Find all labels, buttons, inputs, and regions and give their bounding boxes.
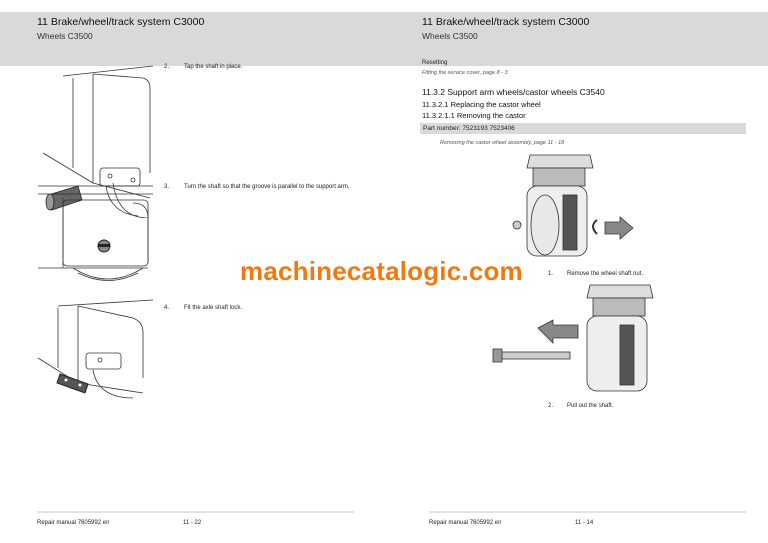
right-section-title: Wheels C3500 [422, 31, 478, 41]
left-section-title: Wheels C3500 [37, 31, 93, 41]
footer-divider [37, 511, 354, 513]
step-text: Pull out the shaft. [567, 403, 614, 409]
footer-manual-label: Repair manual [37, 520, 77, 526]
illustration-axle-lock [38, 299, 154, 399]
heading-removing-castor: 11.3.2.1.1 Removing the castor [422, 111, 526, 120]
step-number: 2. [548, 403, 554, 409]
watermark: machinecatalogic.com [240, 256, 523, 286]
footer-manual-label: Repair manual [429, 520, 469, 526]
illustration-turn-shaft [38, 185, 153, 281]
footer-divider [429, 511, 746, 513]
illustration-castor-nut [512, 154, 634, 257]
step-number: 1. [548, 271, 554, 277]
step-text: Tap the shaft in place. [184, 64, 243, 70]
footer-manual-right: Repair manual 7605992 en [429, 520, 501, 526]
step-text: Remove the wheel shaft nut. [567, 271, 644, 277]
step-number: 2. [164, 64, 170, 70]
footer-manual-number: 7605992 en [469, 520, 502, 526]
resetting-label: Resetting [422, 60, 448, 66]
part-number-bar: Part number: 7523193 7523406 [420, 123, 746, 134]
left-chapter-title: 11 Brake/wheel/track system C3000 [37, 16, 205, 28]
header-band [0, 12, 768, 66]
heading-support-arm-wheels: 11.3.2 Support arm wheels/castor wheels … [422, 87, 605, 97]
step-number: 3. [164, 184, 170, 190]
right-chapter-title: 11 Brake/wheel/track system C3000 [422, 16, 590, 28]
footer-page-number: 11 - 14 [575, 520, 594, 526]
footer-manual-number: 7605992 en [77, 520, 110, 526]
heading-replacing-castor-wheel: 11.3.2.1 Replacing the castor wheel [422, 100, 541, 109]
step-text: Turn the shaft so that the groove is par… [184, 184, 350, 190]
resetting-link[interactable]: Fitting the service cover, page 8 - 3 [422, 70, 508, 76]
footer-page-number: 11 - 22 [183, 520, 202, 526]
footer-manual-left: Repair manual 7605992 en [37, 520, 109, 526]
castor-assembly-link[interactable]: Removing the castor wheel assembly, page… [440, 140, 565, 146]
step-text: Fit the axle shaft lock. [184, 305, 243, 311]
step-number: 4. [164, 305, 170, 311]
illustration-pull-shaft [492, 284, 654, 392]
